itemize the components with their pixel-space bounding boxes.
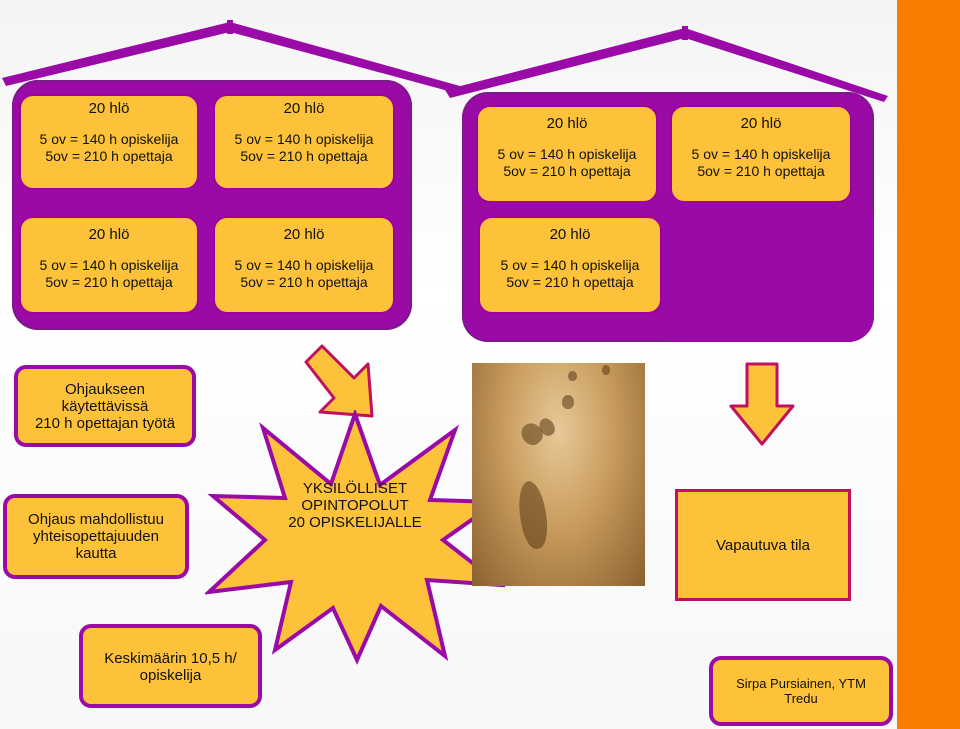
ohjaukseen-box: Ohjaukseen käytettävissä 210 h opettajan… xyxy=(14,365,196,447)
arrow-diagonal-icon xyxy=(304,344,374,418)
group-card: 20 hlö 5 ov = 140 h opiskelija 5ov = 210… xyxy=(478,216,662,314)
card-line-teacher: 5ov = 210 h opettaja xyxy=(45,148,173,164)
ohjaus-box: Ohjaus mahdollistuu yhteisopettajuuden k… xyxy=(3,494,189,579)
group-card: 20 hlö 5 ov = 140 h opiskelija 5ov = 210… xyxy=(19,94,199,190)
group-card: 20 hlö 5 ov = 140 h opiskelija 5ov = 210… xyxy=(213,216,395,314)
card-title: 20 hlö xyxy=(549,226,591,243)
ohjaus-line: Ohjaus mahdollistuu xyxy=(28,511,164,528)
card-line-student: 5 ov = 140 h opiskelija xyxy=(691,146,831,162)
ohjaukseen-line: Ohjaukseen xyxy=(64,380,146,398)
house-right-notch xyxy=(670,212,874,342)
keskimaarin-line: opiskelija xyxy=(139,667,202,684)
author-name: Sirpa Pursiainen, YTM xyxy=(736,676,866,691)
star-line: OPINTOPOLUT xyxy=(301,497,409,514)
footprint xyxy=(602,365,610,375)
star-line: YKSILÖLLISET xyxy=(302,480,408,497)
keskimaarin-box: Keskimäärin 10,5 h/ opiskelija xyxy=(79,624,262,708)
vapautuva-label: Vapautuva tila xyxy=(716,537,810,554)
orange-side-strip xyxy=(897,0,960,729)
arrow-down-icon xyxy=(729,362,795,446)
star-line: 20 OPISKELIJALLE xyxy=(288,514,422,531)
card-line-teacher: 5ov = 210 h opettaja xyxy=(240,274,368,290)
card-line-student: 5 ov = 140 h opiskelija xyxy=(39,131,179,147)
card-line-teacher: 5ov = 210 h opettaja xyxy=(697,163,825,179)
card-title: 20 hlö xyxy=(283,226,325,243)
group-card: 20 hlö 5 ov = 140 h opiskelija 5ov = 210… xyxy=(476,105,658,203)
card-line-teacher: 5ov = 210 h opettaja xyxy=(45,274,173,290)
card-title: 20 hlö xyxy=(88,100,130,117)
card-title: 20 hlö xyxy=(546,115,588,132)
ohjaus-line: yhteisopettajuuden xyxy=(33,528,159,545)
footprint xyxy=(568,371,577,381)
card-line-student: 5 ov = 140 h opiskelija xyxy=(500,257,640,273)
card-line-student: 5 ov = 140 h opiskelija xyxy=(497,146,637,162)
group-card: 20 hlö 5 ov = 140 h opiskelija 5ov = 210… xyxy=(670,105,852,203)
card-line-teacher: 5ov = 210 h opettaja xyxy=(503,163,631,179)
group-card: 20 hlö 5 ov = 140 h opiskelija 5ov = 210… xyxy=(213,94,395,190)
author-box: Sirpa Pursiainen, YTM Tredu xyxy=(709,656,893,726)
starburst-shape xyxy=(205,410,505,665)
group-card: 20 hlö 5 ov = 140 h opiskelija 5ov = 210… xyxy=(19,216,199,314)
keskimaarin-line: Keskimäärin 10,5 h/ xyxy=(104,650,237,667)
ohjaukseen-line: 210 h opettajan työtä xyxy=(34,414,176,432)
starburst-text: YKSILÖLLISET OPINTOPOLUT 20 OPISKELIJALL… xyxy=(255,480,455,531)
footprint xyxy=(562,395,574,409)
footprint xyxy=(515,479,551,551)
ohjaukseen-line: käytettävissä xyxy=(61,397,149,415)
card-line-student: 5 ov = 140 h opiskelija xyxy=(39,257,179,273)
card-line-teacher: 5ov = 210 h opettaja xyxy=(240,148,368,164)
vapautuva-box: Vapautuva tila xyxy=(675,489,851,601)
card-title: 20 hlö xyxy=(740,115,782,132)
card-line-student: 5 ov = 140 h opiskelija xyxy=(234,257,374,273)
card-title: 20 hlö xyxy=(88,226,130,243)
card-line-student: 5 ov = 140 h opiskelija xyxy=(234,131,374,147)
card-title: 20 hlö xyxy=(283,100,325,117)
footprints-photo xyxy=(472,363,645,586)
author-org: Tredu xyxy=(784,691,818,706)
card-line-teacher: 5ov = 210 h opettaja xyxy=(506,274,634,290)
ohjaus-line: kautta xyxy=(75,545,117,562)
